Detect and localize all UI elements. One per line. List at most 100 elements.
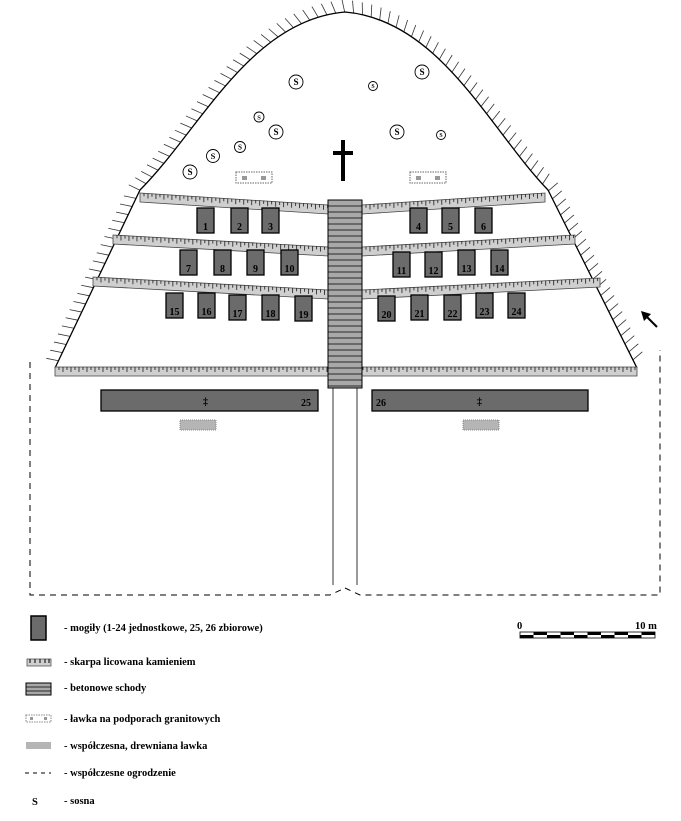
- legend-label: - skarpa licowana kamieniem: [64, 657, 196, 668]
- pine-icon: S: [414, 64, 430, 80]
- hatch-mark: [174, 129, 187, 136]
- svg-text:S: S: [394, 127, 399, 137]
- grave-number: 1: [203, 222, 208, 233]
- svg-text:S: S: [371, 84, 374, 90]
- hatch-mark: [163, 143, 176, 150]
- hatch-mark: [46, 357, 59, 362]
- svg-text:S: S: [273, 127, 278, 137]
- grave-number: 21: [415, 309, 425, 320]
- granite-bench-icon: [25, 714, 52, 723]
- hatch-mark: [152, 157, 165, 164]
- hatch-mark: [451, 61, 460, 73]
- legend-label: - współczesna, drewniana ławka: [64, 741, 208, 752]
- hatch-mark: [330, 1, 337, 14]
- stone-slope: [361, 277, 601, 300]
- hatch-mark: [146, 164, 159, 171]
- grave-number: 26: [376, 398, 386, 409]
- grave-8: 8: [213, 249, 232, 276]
- legend-label: - mogiły (1-24 jednostkowe, 25, 26 zbior…: [64, 623, 263, 634]
- mass-grave-25: ‡ 25: [100, 389, 319, 412]
- hatch-mark: [612, 311, 623, 320]
- grave-number: 11: [397, 266, 406, 277]
- hatch-mark: [116, 211, 129, 215]
- grave-16: 16: [197, 292, 216, 319]
- grave-number: 8: [220, 264, 225, 275]
- hatch-mark: [50, 349, 63, 354]
- wooden-bench-left: [179, 419, 217, 431]
- hatch-mark: [293, 13, 302, 24]
- hatch-mark: [100, 244, 113, 248]
- grave-number: 10: [285, 264, 295, 275]
- grave-5: 5: [441, 207, 460, 234]
- grave-number: 6: [481, 222, 486, 233]
- legend-label: - ławka na podporach granitowych: [64, 714, 221, 725]
- pine-icon: S: [368, 81, 378, 91]
- hatch-mark: [158, 150, 170, 157]
- hatch-mark: [620, 327, 631, 337]
- hatch-mark: [411, 24, 417, 37]
- hatch-mark: [508, 132, 517, 143]
- hatch-mark: [379, 7, 382, 20]
- orthodox-cross-icon: ‡: [477, 397, 482, 408]
- grave-number: 12: [429, 266, 439, 277]
- hatch-mark: [123, 195, 137, 199]
- legend-label: - sosna: [64, 796, 95, 807]
- legend-label: - betonowe schody: [64, 683, 147, 694]
- granite-bench-right: [409, 171, 447, 184]
- hatch-mark: [232, 59, 244, 67]
- grave-number: 19: [299, 310, 309, 321]
- hatch-mark: [341, 0, 346, 13]
- hatch-mark: [191, 108, 203, 115]
- hatch-mark: [457, 68, 466, 80]
- grave-10: 10: [280, 249, 299, 276]
- hatch-mark: [502, 125, 512, 136]
- hatch-mark: [418, 30, 424, 43]
- hatch-mark: [57, 333, 71, 337]
- hatch-mark: [548, 182, 559, 192]
- pine-icon: S: [436, 130, 446, 140]
- hatch-mark: [69, 309, 82, 313]
- grave-24: 24: [507, 292, 526, 319]
- hatch-mark: [588, 262, 599, 272]
- grave-6: 6: [474, 207, 493, 234]
- hatch-mark: [135, 177, 147, 185]
- grave-2: 2: [230, 207, 249, 234]
- hatch-mark: [445, 54, 453, 66]
- slope-hatching: [46, 0, 643, 362]
- legend: - mogiły (1-24 jednostkowe, 25, 26 zbior…: [25, 615, 263, 808]
- hatch-mark: [387, 11, 391, 24]
- grave-23: 23: [475, 292, 494, 319]
- hatch-mark: [600, 287, 611, 296]
- grave-18: 18: [261, 294, 280, 321]
- hatch-mark: [584, 254, 595, 264]
- hatch-mark: [580, 246, 591, 256]
- pine-icon: S: [234, 141, 246, 153]
- hatch-mark: [311, 6, 319, 18]
- hatch-mark: [608, 303, 619, 312]
- pine-icon: S: [288, 74, 304, 90]
- svg-text:S: S: [419, 67, 424, 77]
- grave-number: 20: [382, 310, 392, 321]
- grave-15: 15: [165, 292, 184, 319]
- hatch-mark: [395, 15, 400, 28]
- hatch-mark: [552, 190, 563, 200]
- pine-icon: S: [32, 797, 38, 808]
- stone-slope-icon: [26, 658, 52, 667]
- stone-slope: [361, 192, 546, 215]
- grave-number: 18: [266, 309, 276, 320]
- grave-number: 23: [480, 307, 490, 318]
- hatch-mark: [480, 96, 489, 107]
- hatch-mark: [370, 4, 373, 18]
- hatch-mark: [180, 122, 192, 129]
- grave-4: 4: [409, 207, 428, 234]
- grave-number: 22: [448, 309, 458, 320]
- grave-21: 21: [410, 294, 429, 321]
- grave-number: 3: [268, 222, 273, 233]
- hatch-mark: [128, 184, 141, 191]
- north-arrow-icon: [641, 311, 658, 328]
- hatch-mark: [260, 34, 271, 43]
- grave-number: 7: [186, 264, 191, 275]
- hatch-mark: [576, 238, 587, 248]
